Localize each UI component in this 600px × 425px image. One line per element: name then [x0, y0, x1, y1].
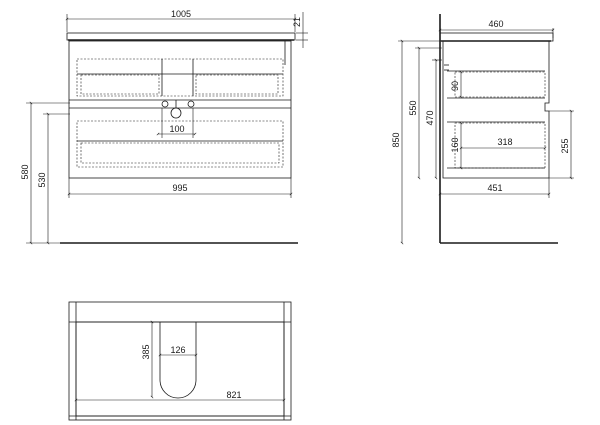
dim-rail-height: 470: [425, 110, 435, 125]
dim-front-overall-width: 1005: [171, 9, 191, 19]
dim-drawer-offset: 255: [560, 138, 570, 153]
front-view: 1005 21 100: [20, 9, 308, 245]
dim-cutout-depth: 385: [141, 344, 151, 359]
side-view: 460 850 550 470 90 160: [391, 14, 574, 245]
dim-front-body-width: 995: [172, 183, 187, 193]
top-view: 385 126 821: [68, 301, 292, 421]
dim-body-depth: 451: [487, 183, 502, 193]
dim-drawer-depth: 318: [497, 137, 512, 147]
dim-total-height: 850: [391, 132, 401, 147]
dim-height-to-bottom: 530: [37, 172, 47, 187]
dim-upper-drawer-height: 90: [450, 81, 460, 91]
dim-inner-width: 821: [226, 390, 241, 400]
dim-mount-height: 550: [408, 100, 418, 115]
dim-height-to-siphon: 580: [20, 164, 30, 179]
dim-side-overall-depth: 460: [488, 19, 503, 29]
dim-cutout-width: 126: [170, 345, 185, 355]
dim-top-thickness: 21: [292, 17, 302, 27]
dim-lower-drawer-height: 160: [450, 137, 460, 152]
dim-siphon-spacing: 100: [169, 124, 184, 134]
